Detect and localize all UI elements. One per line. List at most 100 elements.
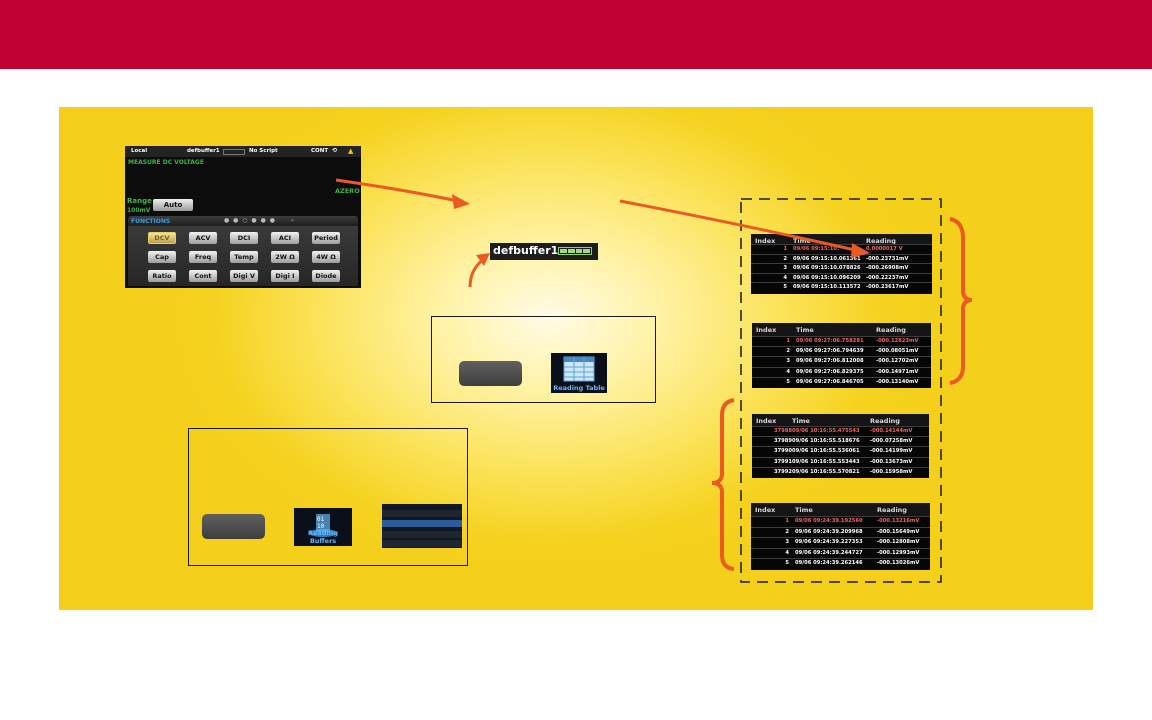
mode-indicator[interactable]: Local — [131, 148, 148, 154]
cell-index: 37991 — [773, 458, 792, 465]
cell-reading: -000.14144mV — [870, 428, 913, 434]
cell-index: 37992 — [773, 468, 792, 475]
cell-time: 09/06 09:27:06.812008 — [796, 358, 864, 365]
cell-reading: 0.0000017 V — [866, 246, 903, 252]
cell-index: 1 — [785, 518, 789, 524]
trigger-cycle-icon: ⟲ — [332, 147, 338, 154]
menu-key-button[interactable] — [459, 361, 522, 386]
trigger-mode-indicator[interactable]: CONT — [311, 148, 329, 154]
cell-reading: -000.12808mV — [877, 539, 920, 546]
cell-reading: -000.14199mV — [870, 448, 913, 455]
function-button-0-2[interactable]: DCI — [230, 232, 258, 244]
column-header-index[interactable]: Index — [756, 326, 777, 334]
cell-reading: -000.07258mV — [870, 438, 913, 445]
column-header-index[interactable]: Index — [756, 417, 777, 425]
functions-label: FUNCTIONS — [131, 218, 171, 225]
cell-index: 3 — [785, 539, 789, 546]
function-button-2-1[interactable]: Cont — [189, 270, 217, 282]
cell-time: 09/06 09:27:06.829375 — [796, 368, 864, 375]
buffer-list-panel — [382, 504, 462, 548]
cell-index: 37988 — [773, 428, 792, 434]
function-button-1-2[interactable]: Temp — [230, 251, 258, 263]
reading-table-icon[interactable]: Reading Table — [551, 353, 607, 393]
script-indicator[interactable]: No Script — [249, 148, 278, 154]
buffer-list-row-selected[interactable] — [382, 520, 462, 527]
column-header-reading[interactable]: Reading — [876, 326, 906, 334]
table-header: Index Time Reading — [751, 503, 930, 516]
functions-swipe-bar[interactable]: FUNCTIONS ● ● ○ ● ● ● ⌄ — [128, 216, 358, 226]
reading-buffers-icon[interactable]: 01 10 Reading Buffers — [294, 508, 352, 546]
cell-time: 09/06 10:16:55.553443 — [792, 458, 860, 465]
cell-time: 09/06 09:24:39.209968 — [795, 528, 863, 535]
column-header-reading[interactable]: Reading — [870, 417, 900, 425]
reading-buffers-step-box — [188, 428, 468, 566]
cell-index: 4 — [785, 549, 789, 556]
buffer-list-row[interactable] — [382, 540, 462, 547]
table-grid-icon — [563, 356, 595, 382]
cell-time: 09/06 09:15:10.078826 — [793, 265, 861, 272]
function-button-1-3[interactable]: 2W Ω — [271, 251, 299, 263]
range-label: Range — [127, 197, 152, 205]
buffer-list-row[interactable] — [382, 531, 462, 538]
warning-icon[interactable]: ▲ — [348, 147, 354, 155]
column-header-reading[interactable]: Reading — [877, 506, 907, 514]
cell-index: 2 — [786, 348, 790, 355]
menu-key-button-2[interactable] — [202, 514, 265, 539]
active-buffer-indicator-enlarged[interactable]: defbuffer1 — [490, 243, 598, 260]
cell-index: 37990 — [773, 448, 792, 455]
function-button-2-0[interactable]: Ratio — [148, 270, 176, 282]
function-button-0-1[interactable]: ACV — [189, 232, 217, 244]
cell-reading: -000.15958mV — [870, 468, 913, 475]
cell-time: 09/06 10:16:55.570821 — [792, 468, 860, 475]
measure-function-label: MEASURE DC VOLTAGE — [128, 159, 204, 166]
cell-reading: -000.14971mV — [876, 368, 919, 375]
cell-reading: -000.15649mV — [877, 528, 920, 535]
cell-time: 09/06 10:16:55.475543 — [792, 428, 860, 434]
function-button-1-1[interactable]: Freq — [189, 251, 217, 263]
active-buffer-indicator[interactable]: defbuffer1 — [187, 148, 220, 154]
reading-table-caption: Reading Table — [553, 384, 605, 392]
cell-time: 09/06 09:15:10.096209 — [793, 274, 861, 281]
column-header-index[interactable]: Index — [755, 506, 776, 514]
cell-time: 09/06 09:24:39.244727 — [795, 549, 863, 556]
function-button-2-3[interactable]: Digi I — [271, 270, 299, 282]
function-button-1-4[interactable]: 4W Ω — [312, 251, 340, 263]
function-button-2-4[interactable]: Diode — [312, 270, 340, 282]
table-header: Index Time Reading — [752, 414, 929, 426]
function-button-2-2[interactable]: Digi V — [230, 270, 258, 282]
swipe-handle-icon[interactable]: ⌄ — [290, 216, 296, 223]
cell-time: 09/06 09:24:39.192560 — [795, 518, 863, 524]
cell-time: 09/06 09:24:39.262146 — [795, 560, 863, 567]
instrument-home-screen: Local defbuffer1 No Script CONT ⟲ ▲ MEAS… — [125, 146, 361, 288]
buffer-list-row[interactable] — [382, 510, 462, 517]
column-header-time[interactable]: Time — [796, 326, 814, 334]
cell-index: 1 — [783, 246, 787, 252]
function-button-0-4[interactable]: Period — [312, 232, 340, 244]
reading-table-4[interactable]: Index Time Reading 1 09/06 09:24:39.192560 -0… — [751, 503, 930, 570]
cell-time: 09/06 09:27:06.758281 — [796, 338, 864, 344]
function-button-1-0[interactable]: Cap — [148, 251, 176, 263]
column-header-time[interactable]: Time — [792, 417, 810, 425]
buffer-name: defbuffer1 — [493, 244, 559, 257]
buffer-fill-meter — [558, 247, 592, 255]
function-button-0-0[interactable]: DCV — [148, 232, 176, 244]
cell-reading: -000.13673mV — [870, 458, 913, 465]
cell-reading: -000.12823mV — [876, 338, 919, 344]
azero-indicator: AZERO — [335, 187, 360, 195]
cell-reading: -000.23617mV — [866, 284, 909, 291]
column-header-time[interactable]: Time — [795, 506, 813, 514]
function-button-0-3[interactable]: ACI — [271, 232, 299, 244]
reading-buffers-caption: Reading Buffers — [308, 529, 338, 545]
range-value: 100mV — [127, 207, 151, 214]
range-auto-button[interactable]: Auto — [153, 199, 193, 211]
cell-time: 09/06 10:16:55.536061 — [792, 448, 860, 455]
